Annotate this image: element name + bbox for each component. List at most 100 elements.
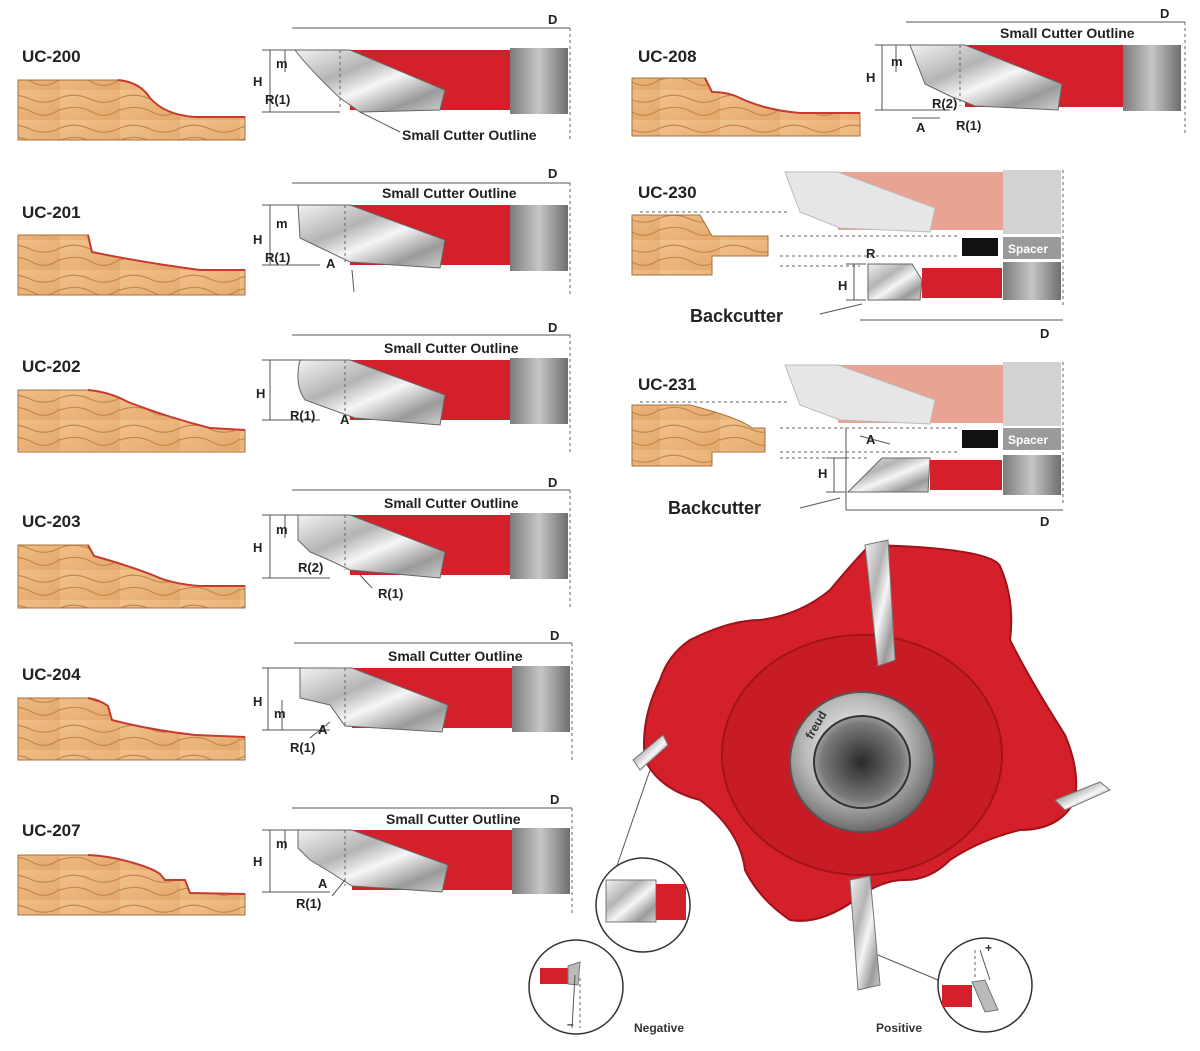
svg-text:R(1): R(1) [265,92,290,107]
svg-text:H: H [253,854,262,869]
svg-text:D: D [550,792,559,807]
svg-text:A: A [916,120,926,135]
ghost-hub [1003,362,1061,426]
svg-text:m: m [276,522,288,537]
svg-text:Small Cutter Outline: Small Cutter Outline [402,127,537,143]
zoom-circle-negative [528,939,624,1035]
svg-text:D: D [1040,514,1049,529]
hub [510,358,568,424]
bore [813,715,911,809]
svg-text:D: D [548,12,557,27]
svg-text:R(1): R(1) [296,896,321,911]
backcutter-body [930,460,1002,490]
svg-text:UC-208: UC-208 [638,47,697,66]
spacer-hub [1003,428,1061,450]
svg-text:Backcutter: Backcutter [690,306,783,326]
svg-text:R(1): R(1) [290,740,315,755]
carbide-tip [297,514,446,579]
carbide-tip [299,667,449,733]
wood-profile [631,214,769,276]
carbide-blade-left [632,734,669,771]
hub [510,205,568,271]
svg-text:A: A [340,412,350,427]
svg-text:Small Cutter Outline: Small Cutter Outline [384,340,519,356]
svg-text:m: m [891,54,903,69]
svg-text:H: H [818,466,827,481]
model-label: UC-200 [22,47,81,66]
hub [1123,45,1181,111]
svg-text:H: H [866,70,875,85]
svg-text:Small Cutter Outline: Small Cutter Outline [386,811,521,827]
svg-text:Small Cutter Outline: Small Cutter Outline [1000,25,1135,41]
svg-text:UC-202: UC-202 [22,357,81,376]
svg-text:UC-231: UC-231 [638,375,697,394]
svg-text:Small Cutter Outline: Small Cutter Outline [382,185,517,201]
wood-profile [631,404,766,467]
backcutter-tip [867,263,923,301]
profile-uc-200: UC-200 D m H R(1) Small Cutter Outline [17,12,571,143]
spacer [962,238,998,256]
svg-text:Positive: Positive [876,1021,922,1035]
svg-text:–: – [567,1017,574,1031]
profile-uc-208: UC-208 D m H R(2) A R(1) Small Cutter Ou… [631,6,1186,137]
wood-profile [17,854,246,916]
profile-uc-204: UC-204 D H m A R(1) Small Cutter Outline [17,628,573,761]
wood-profile [17,697,246,761]
svg-text:H: H [838,278,847,293]
profile-uc-202: UC-202 D H R(1) A Small Cutter Outline [17,320,571,453]
svg-text:D: D [548,166,557,181]
svg-text:D: D [548,475,557,490]
svg-text:Spacer: Spacer [1008,242,1048,256]
svg-text:m: m [276,56,288,71]
svg-text:H: H [256,386,265,401]
svg-text:A: A [866,432,876,447]
svg-text:R(1): R(1) [378,586,403,601]
carbide-blade-top [864,539,896,667]
backcutter-uc-230: UC-230 Spacer R H Backcutter D [631,170,1064,341]
svg-text:A: A [326,256,336,271]
profile-uc-203: UC-203 D m H R(2) R(1) Small Cutter Outl… [17,475,571,609]
carbide-blade-bottom [849,875,881,991]
svg-text:R: R [866,246,876,261]
wood-profile [17,544,246,609]
wood-profile [631,77,861,137]
wood-profile [17,234,246,296]
svg-text:Backcutter: Backcutter [668,498,761,518]
wood-profile [17,389,246,453]
svg-text:m: m [274,706,286,721]
backcutter-body [922,268,1002,298]
svg-text:UC-204: UC-204 [22,665,81,684]
spacer-hub [1003,237,1061,259]
backcutter-hub [1003,262,1061,300]
svg-text:R(1): R(1) [265,250,290,265]
svg-text:Spacer: Spacer [1008,433,1048,447]
svg-text:D: D [1040,326,1049,341]
svg-text:H: H [253,74,262,89]
svg-text:UC-203: UC-203 [22,512,81,531]
svg-text:D: D [1160,6,1169,21]
backcutter-hub [1003,455,1061,495]
svg-text:Small Cutter Outline: Small Cutter Outline [384,495,519,511]
svg-text:Small Cutter Outline: Small Cutter Outline [388,648,523,664]
svg-text:R(2): R(2) [298,560,323,575]
ghost-carbide-tip [784,364,936,425]
svg-text:A: A [318,876,328,891]
svg-text:UC-207: UC-207 [22,821,81,840]
svg-text:R(2): R(2) [932,96,957,111]
svg-text:D: D [548,320,557,335]
svg-text:A: A [318,722,328,737]
carbide-blade-right [1054,781,1111,811]
svg-text:D: D [550,628,559,643]
carbide-tip [297,359,446,426]
carbide-tip [297,204,446,269]
svg-text:Negative: Negative [634,1021,684,1035]
hub [510,48,568,114]
svg-text:H: H [253,694,262,709]
ghost-hub [1003,170,1061,234]
carbide-tip [909,44,1063,111]
svg-text:+: + [985,941,992,955]
shaper-cutter-illustration: freud – Negative + Positive [528,539,1111,1035]
backcutter-uc-231: UC-231 Spacer A H Backcutter D [631,362,1064,529]
svg-text:m: m [276,216,288,231]
